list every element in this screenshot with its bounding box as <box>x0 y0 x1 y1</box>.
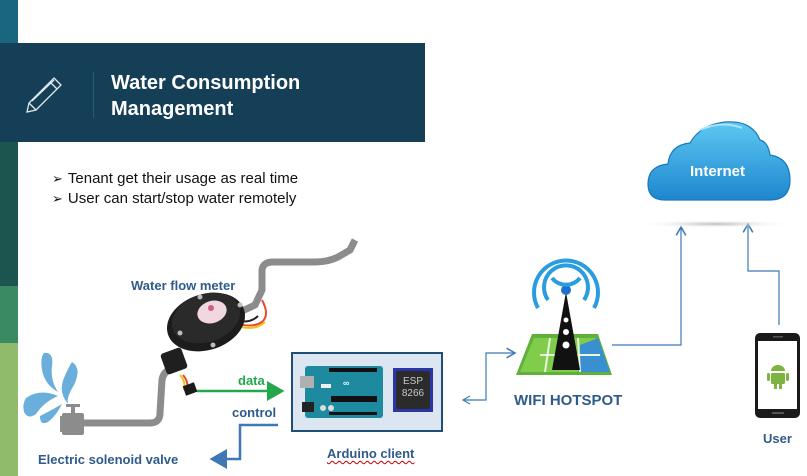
wifi-hotspot-icon <box>516 258 612 375</box>
arduino-client-label: Arduino client <box>327 446 415 461</box>
page-title: Water Consumption Management <box>111 70 300 122</box>
arduino-client-box: ∞ ESP 8266 <box>291 352 443 432</box>
bullet-list: ➢ Tenant get their usage as real time ➢ Us… <box>52 169 298 209</box>
title-line-1: Water Consumption <box>111 72 301 94</box>
control-arrow <box>209 423 278 469</box>
svg-text:∞: ∞ <box>343 378 350 388</box>
flow-meter-icon <box>160 292 267 396</box>
accent-band-1 <box>0 0 18 43</box>
bullet-item: ➢ Tenant get their usage as real time <box>52 169 298 189</box>
arrow-bullet-icon: ➢ <box>52 171 63 186</box>
esp-chip-text: 8266 <box>401 388 425 399</box>
internet-label: Internet <box>690 163 746 180</box>
cloud-shadow <box>636 220 796 228</box>
water-pipe <box>80 361 184 427</box>
android-icon <box>767 365 789 389</box>
title-line-2: Management <box>111 98 234 120</box>
solenoid-valve-icon <box>60 404 84 435</box>
water-flow-meter-label: Water flow meter <box>131 278 236 293</box>
solenoid-valve-label: Electric solenoid valve <box>38 452 179 467</box>
water-pipe <box>238 238 359 316</box>
wifi-internet-link <box>612 225 687 346</box>
bullet-item: ➢ User can start/stop water remotely <box>52 189 298 209</box>
esp-chip-text: ESP <box>402 376 423 387</box>
pencil-icon <box>26 77 62 113</box>
data-label: data <box>238 373 265 388</box>
user-label: User <box>763 431 792 446</box>
internet-cloud-icon <box>647 121 791 201</box>
title-divider <box>93 72 94 118</box>
smartphone-icon <box>755 333 800 418</box>
arrow-bullet-icon: ➢ <box>52 191 63 206</box>
user-internet-link <box>742 222 780 325</box>
bullet-text: User can start/stop water remotely <box>67 190 297 207</box>
bullet-text: Tenant get their usage as real time <box>67 170 299 187</box>
wifi-hotspot-label: WIFI HOTSPOT <box>514 392 623 409</box>
title-banner <box>0 43 425 142</box>
accent-band-4 <box>0 286 18 343</box>
water-splash-icon <box>23 352 78 424</box>
arduino-board-icon: ∞ <box>300 366 433 418</box>
esp-chip-label: ESP 8266 <box>396 376 430 400</box>
accent-band-3 <box>0 142 18 286</box>
control-label: control <box>232 405 277 420</box>
arduino-wifi-link <box>463 347 517 401</box>
accent-band-5 <box>0 343 18 476</box>
esp8266-chip-icon <box>393 368 433 412</box>
